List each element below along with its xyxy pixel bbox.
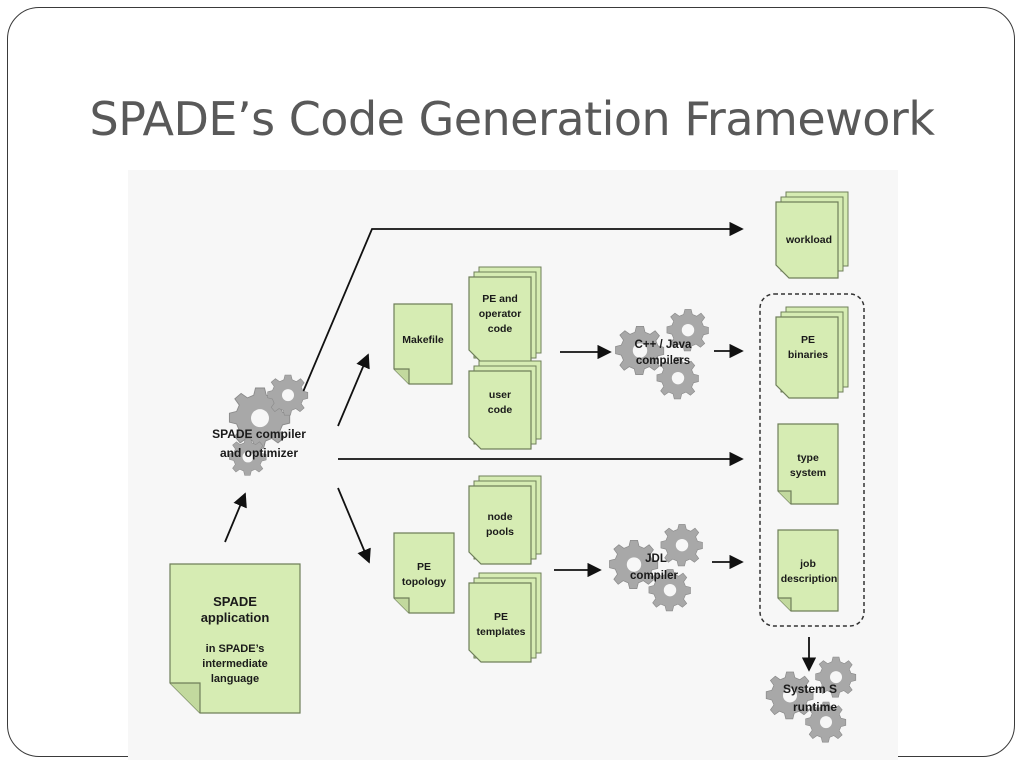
makefile-doc: Makefile <box>393 303 453 385</box>
spade-application-line1: SPADE <box>213 594 257 609</box>
system-s-runtime-gears: System S runtime <box>765 656 857 743</box>
pe-binaries-line2: binaries <box>788 349 828 361</box>
slide-title: SPADE’s Code Generation Framework <box>89 92 935 146</box>
workload-label: workload <box>785 234 832 246</box>
pe-templates-line1: PE <box>494 611 508 623</box>
code-generation-diagram: SPADE application in SPADE’s intermediat… <box>128 170 898 760</box>
spade-application-line2: application <box>201 610 270 625</box>
spade-compiler-line2: and optimizer <box>220 446 298 460</box>
pe-binaries-doc: PE binaries <box>775 306 849 399</box>
spade-compiler-line1: SPADE compiler <box>212 427 306 441</box>
arrow-application-to-compiler <box>224 492 247 543</box>
job-description-doc: job description <box>777 529 839 612</box>
node-pools-line1: node <box>487 511 512 523</box>
job-description-line1: job <box>799 558 816 570</box>
cpp-java-compilers-gears: C++ / Java compilers <box>615 309 709 400</box>
pe-templates-doc: PE templates <box>468 572 542 663</box>
jdl-compiler-line2: compiler <box>630 570 678 582</box>
workload-doc: workload <box>775 191 849 279</box>
spade-application-doc: SPADE application in SPADE’s intermediat… <box>169 563 301 714</box>
makefile-label: Makefile <box>402 334 444 346</box>
outputs-group-border <box>759 293 865 627</box>
pe-operator-code-line2: operator <box>479 308 522 320</box>
user-code-line1: user <box>489 389 511 401</box>
user-code-line2: code <box>488 404 513 416</box>
pe-templates-line2: templates <box>476 626 525 638</box>
pe-operator-code-doc: PE and operator code <box>468 266 542 363</box>
node-pools-doc: node pools <box>468 475 542 565</box>
type-system-line1: type <box>797 452 819 464</box>
pe-operator-code-line1: PE and <box>482 293 518 305</box>
cpp-java-compilers-line1: C++ / Java <box>635 339 693 351</box>
job-description-line2: description <box>781 573 838 585</box>
spade-application-line4: intermediate <box>202 658 267 670</box>
jdl-compiler-gears: JDL compiler <box>609 524 703 612</box>
arrow-compiler-to-workload <box>302 221 744 393</box>
user-code-doc: user code <box>468 360 542 450</box>
spade-compiler-gears: SPADE compiler and optimizer <box>212 374 309 476</box>
pe-topology-doc: PE topology <box>393 532 455 614</box>
arrow-compiler-to-makefile <box>337 353 370 427</box>
pe-operator-code-line3: code <box>488 323 513 335</box>
spade-application-line5: language <box>211 673 259 685</box>
arrows <box>224 221 817 672</box>
system-s-runtime-line2: runtime <box>793 700 837 714</box>
pe-topology-line2: topology <box>402 576 446 588</box>
cpp-java-compilers-line2: compilers <box>636 355 690 367</box>
node-pools-line2: pools <box>486 526 514 538</box>
arrow-compiler-to-pe-topology <box>337 487 371 564</box>
type-system-line2: system <box>790 467 826 479</box>
jdl-compiler-line1: JDL <box>645 553 667 565</box>
pe-topology-line1: PE <box>417 561 431 573</box>
type-system-doc: type system <box>777 423 839 505</box>
spade-application-line3: in SPADE’s <box>206 643 265 655</box>
system-s-runtime-line1: System S <box>783 682 837 696</box>
pe-binaries-line1: PE <box>801 334 815 346</box>
